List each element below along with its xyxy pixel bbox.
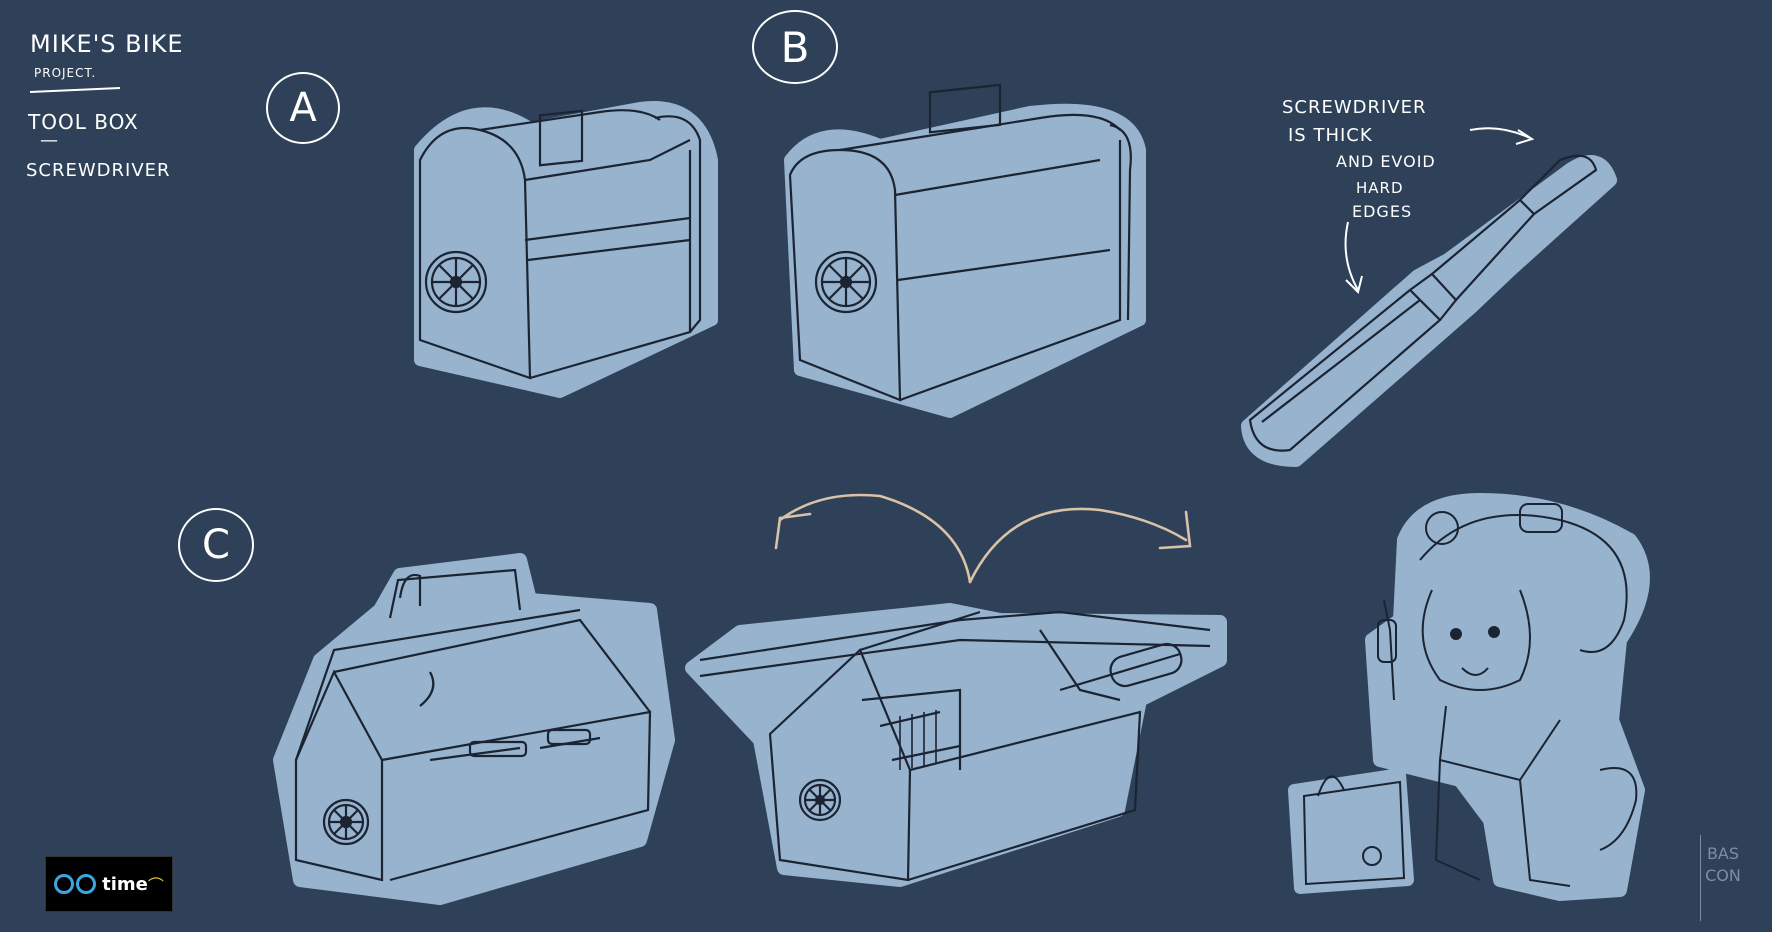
screwdriver-note-line3: AND EVOID — [1336, 152, 1436, 171]
toolbox-b-sketch — [784, 83, 1146, 418]
signature-line2: CON — [1705, 866, 1741, 885]
variant-b-label: B — [752, 10, 838, 84]
toolbox-a-sketch — [414, 101, 718, 398]
variant-a-label: A — [266, 72, 340, 144]
screwdriver-note-line2: IS THICK — [1288, 125, 1373, 146]
toolbox-c-open-sketch — [685, 603, 1227, 887]
title-underline — [29, 87, 121, 93]
studio-logo: time ⌒ — [45, 856, 173, 912]
variant-c-label: C — [178, 508, 254, 582]
toolbox-c-sketch — [273, 553, 675, 905]
note-screwdriver: SCREWDRIVER — [26, 160, 171, 181]
artist-signature: BAS CON — [1700, 835, 1745, 921]
logo-ring-icon — [76, 874, 97, 894]
screwdriver-note-line1: SCREWDRIVER — [1282, 97, 1427, 118]
character-sketch — [1288, 493, 1650, 901]
note-toolbox: TOOL BOX — [28, 110, 139, 134]
signature-line1: BAS — [1706, 844, 1740, 863]
open-close-arrows — [774, 493, 1192, 584]
rainbow-icon: ⌒ — [147, 876, 164, 895]
screwdriver-note-line4: HARD — [1356, 179, 1404, 197]
note-separator: — — [40, 130, 59, 151]
screwdriver-note-line5: EDGES — [1352, 202, 1413, 221]
logo-wordmark: time — [102, 873, 148, 895]
note-arrows — [1344, 127, 1535, 294]
project-subtitle: PROJECT. — [34, 66, 97, 80]
logo-ring-icon — [54, 874, 75, 894]
screwdriver-sketch — [1241, 154, 1617, 467]
project-title: MIKE'S BIKE — [30, 30, 184, 58]
